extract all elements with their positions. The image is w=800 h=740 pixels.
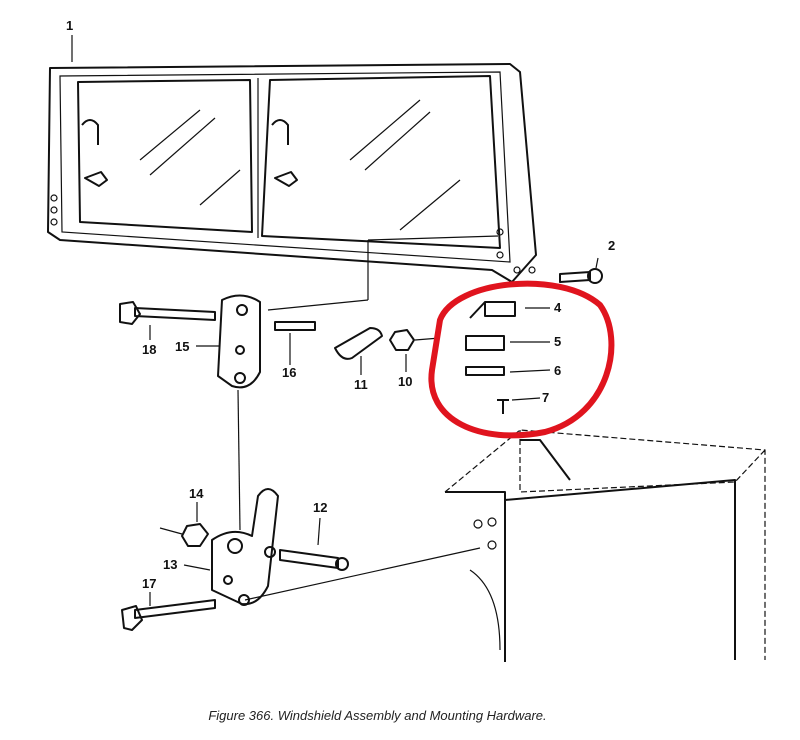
bolt-2 — [559, 257, 603, 284]
callout-15: 15 — [175, 339, 190, 354]
highlight-circle — [428, 280, 615, 439]
windshield-assembly — [47, 63, 537, 283]
lower-bracket-13 — [121, 488, 349, 631]
callout-17: 17 — [142, 576, 157, 591]
callout-16: 16 — [282, 365, 297, 380]
callout-12: 12 — [313, 500, 328, 515]
figure-caption: Figure 366. Windshield Assembly and Moun… — [208, 708, 547, 723]
mounting-parts-4-7 — [465, 301, 551, 414]
callout-11: 11 — [354, 377, 368, 392]
vehicle-body — [444, 429, 766, 662]
callout-13: 13 — [163, 557, 178, 572]
hinge-bracket-15 — [119, 294, 316, 389]
callout-7: 7 — [542, 390, 550, 405]
callout-5: 5 — [554, 334, 562, 349]
callout-2: 2 — [608, 238, 616, 253]
callout-6: 6 — [554, 363, 562, 378]
clamp-11-nut-10 — [334, 327, 415, 375]
callout-4: 4 — [554, 300, 562, 315]
callout-1: 1 — [66, 18, 74, 33]
callout-10: 10 — [398, 374, 413, 389]
callout-14: 14 — [189, 486, 204, 501]
callout-18: 18 — [142, 342, 157, 357]
